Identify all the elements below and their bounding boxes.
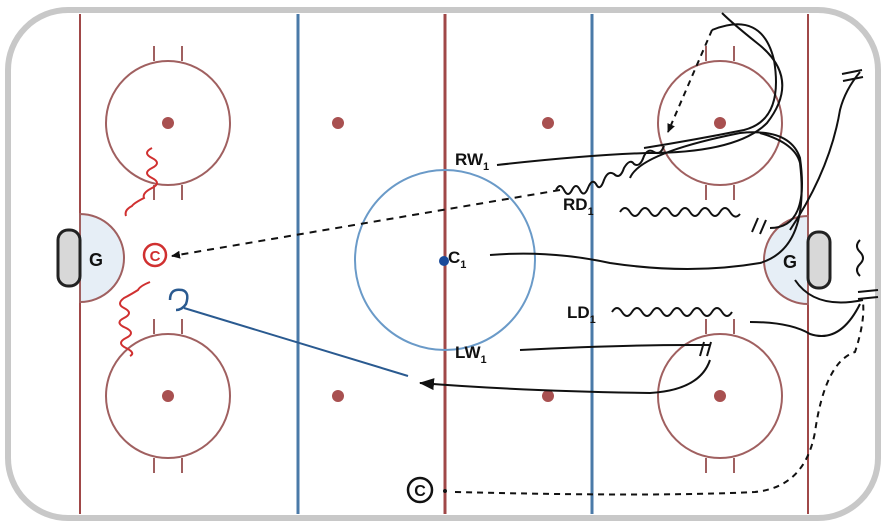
- neutral-dot: [542, 390, 554, 402]
- skating-path-right: [789, 71, 861, 231]
- dashed-skate-loop: [667, 29, 713, 133]
- skating-path-wavy-vertical: [856, 239, 864, 277]
- goal-net-icon: [56, 228, 82, 288]
- puck-icon: [443, 489, 447, 493]
- neutral-dot: [332, 390, 344, 402]
- coach-icon: C: [406, 476, 434, 504]
- coach-icon: C: [142, 242, 168, 268]
- skating-path-c: [489, 132, 803, 270]
- puck-icon: [168, 288, 189, 312]
- skating-path-ld: [749, 303, 861, 337]
- svg-text:C1: C1: [448, 248, 466, 271]
- svg-text:C: C: [150, 248, 161, 265]
- stop-mark: [751, 217, 759, 233]
- skating-path-lw-start: [519, 343, 710, 351]
- right-goalie: G: [783, 252, 797, 272]
- blue-pass-line: [183, 307, 409, 377]
- stop-mark: [857, 296, 879, 300]
- skating-path-rw-wavy: [555, 145, 665, 195]
- player-label-rd: RD1: [563, 195, 594, 218]
- stop-mark: [706, 341, 712, 357]
- skating-path-goalie: [794, 279, 864, 304]
- left-bottom-faceoff-circle: [105, 319, 231, 473]
- skating-path-rd-wavy: [619, 207, 741, 218]
- stop-mark: [857, 289, 879, 293]
- neutral-dot: [542, 117, 554, 129]
- player-label-c: C1: [448, 248, 466, 271]
- right-bottom-faceoff-circle: [657, 319, 783, 473]
- left-goalie: G: [89, 250, 103, 270]
- goal-net-icon: [806, 230, 832, 290]
- player-label-ld: LD1: [567, 303, 596, 326]
- stop-mark: [759, 219, 767, 235]
- center-faceoff-dot: [439, 256, 449, 266]
- skating-path-lw: [419, 359, 711, 395]
- left-top-faceoff-circle: [105, 46, 231, 200]
- player-label-lw: LW1: [455, 343, 487, 366]
- svg-text:LW1: LW1: [455, 343, 487, 366]
- neutral-dot: [332, 117, 344, 129]
- player-label-rw: RW1: [455, 150, 489, 173]
- stop-mark: [842, 76, 864, 82]
- stop-mark: [841, 69, 863, 75]
- left-goal-crease: [79, 212, 125, 304]
- svg-text:LD1: LD1: [567, 303, 596, 326]
- skating-loop: [643, 23, 777, 149]
- stop-mark: [699, 341, 705, 357]
- coach-dashed-path: [454, 301, 865, 496]
- dashed-pass-line: [171, 189, 561, 259]
- svg-text:RD1: RD1: [563, 195, 594, 218]
- red-skating-path: [118, 281, 151, 357]
- right-top-faceoff-circle: [657, 46, 783, 200]
- svg-text:RW1: RW1: [455, 150, 489, 173]
- skating-path-rd: [629, 131, 803, 229]
- center-faceoff-circle: [354, 169, 536, 351]
- svg-text:C: C: [414, 483, 426, 500]
- red-skating-path: [124, 147, 158, 217]
- skating-path-ld-wavy: [611, 307, 733, 317]
